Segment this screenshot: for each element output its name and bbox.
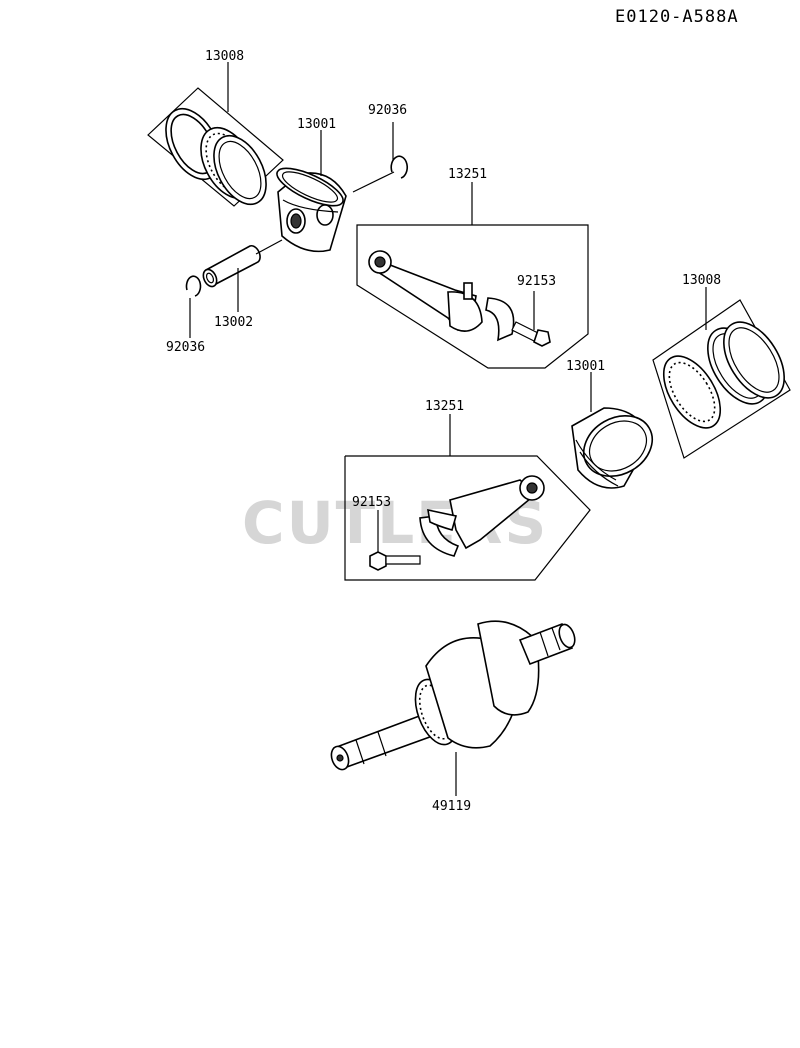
conrod-upper-illustration[interactable] bbox=[368, 250, 515, 342]
piston-right-illustration[interactable] bbox=[571, 404, 663, 489]
conrod-lower-box bbox=[344, 455, 591, 581]
conrod-bolt-upper-illustration[interactable] bbox=[511, 321, 551, 347]
conrod-lower-illustration[interactable] bbox=[419, 475, 545, 557]
label-piston-left: 13001 bbox=[297, 117, 336, 132]
label-conrod-lower: 13251 bbox=[425, 399, 464, 414]
crankshaft-illustration[interactable] bbox=[328, 620, 577, 772]
ring-set-left-illustration[interactable] bbox=[147, 87, 284, 213]
label-conrod-bolt-upper: 92153 bbox=[517, 274, 556, 289]
conrod-upper-box bbox=[356, 224, 589, 369]
piston-left-illustration[interactable] bbox=[272, 161, 347, 253]
ring-set-right-box bbox=[652, 299, 791, 459]
circlip-left-left-illustration[interactable] bbox=[185, 275, 202, 297]
circlip-right-left-illustration[interactable] bbox=[390, 155, 408, 179]
label-conrod-upper: 13251 bbox=[448, 167, 487, 182]
label-ring-set-right: 13008 bbox=[682, 273, 721, 288]
label-ring-set-left: 13008 bbox=[205, 49, 244, 64]
label-conrod-bolt-lower: 92153 bbox=[352, 495, 391, 510]
label-circlip-right-left: 92036 bbox=[368, 103, 407, 118]
label-crankshaft: 49119 bbox=[432, 799, 471, 814]
diagram-code: E0120-A588A bbox=[615, 7, 739, 27]
ring-set-right-illustration[interactable] bbox=[652, 312, 796, 438]
conrod-bolt-lower-illustration[interactable] bbox=[369, 551, 421, 571]
label-piston-pin: 13002 bbox=[214, 315, 253, 330]
label-piston-right: 13001 bbox=[566, 359, 605, 374]
label-circlip-left-left: 92036 bbox=[166, 340, 205, 355]
piston-pin-illustration[interactable] bbox=[201, 244, 261, 289]
